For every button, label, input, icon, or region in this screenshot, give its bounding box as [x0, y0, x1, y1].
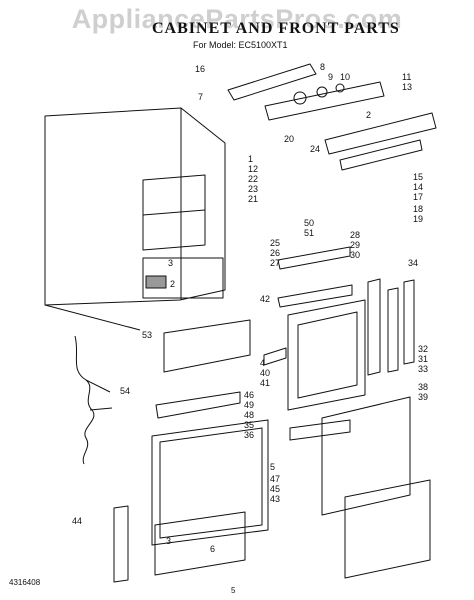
- callout-label: 46: [244, 390, 254, 400]
- callout-label: 21: [248, 194, 258, 204]
- callout-label: 4: [260, 358, 265, 368]
- callout-label: 1: [248, 154, 253, 164]
- callout-label: 16: [195, 64, 205, 74]
- callout-label: 5: [270, 462, 275, 472]
- callout-label: 25: [270, 238, 280, 248]
- callout-label: 54: [120, 386, 130, 396]
- callout-label: 45: [270, 484, 280, 494]
- callout-label: 22: [248, 174, 258, 184]
- callout-label: 39: [418, 392, 428, 402]
- callout-label: 27: [270, 258, 280, 268]
- callout-label: 32: [418, 344, 428, 354]
- callout-label: 38: [418, 382, 428, 392]
- callout-label: 3: [166, 536, 171, 546]
- callout-label: 8: [320, 62, 325, 72]
- callout-label: 51: [304, 228, 314, 238]
- callout-label: 12: [248, 164, 258, 174]
- callout-label: 9: [328, 72, 333, 82]
- callout-label: 20: [284, 134, 294, 144]
- callout-label: 29: [350, 240, 360, 250]
- callout-label: 6: [210, 544, 215, 554]
- page-number: 5: [231, 586, 236, 595]
- callout-label: 44: [72, 516, 82, 526]
- callout-label: 7: [198, 92, 203, 102]
- callout-labels: 16 8 9 10 11 13 7 1 12 20 24 22 23 21 2 …: [72, 62, 428, 554]
- model-line: For Model: EC5100XT1: [193, 40, 288, 50]
- callout-label: 42: [260, 294, 270, 304]
- callout-label: 17: [413, 192, 423, 202]
- callout-label: 50: [304, 218, 314, 228]
- callout-label: 26: [270, 248, 280, 258]
- callout-label: 19: [413, 214, 423, 224]
- callout-label: 2: [366, 110, 371, 120]
- callout-label: 18: [413, 204, 423, 214]
- wire-harness: [74, 335, 113, 465]
- callout-label: 10: [340, 72, 350, 82]
- callout-label: 53: [142, 330, 152, 340]
- diagram-title: CABINET AND FRONT PARTS: [152, 20, 400, 37]
- callout-label: 23: [248, 184, 258, 194]
- callout-label: 40: [260, 368, 270, 378]
- callout-label: 34: [408, 258, 418, 268]
- callout-label: 35: [244, 420, 254, 430]
- callout-label: 28: [350, 230, 360, 240]
- callout-label: 43: [270, 494, 280, 504]
- callout-label: 33: [418, 364, 428, 374]
- control-panel-assembly: [227, 63, 437, 171]
- callout-label: 2: [170, 279, 175, 289]
- callout-label: 11: [402, 72, 411, 82]
- cabinet-body: [44, 107, 226, 331]
- callout-label: 31: [418, 354, 428, 364]
- callout-label: 36: [244, 430, 254, 440]
- callout-label: 47: [270, 474, 280, 484]
- callout-label: 13: [402, 82, 412, 92]
- callout-label: 41: [260, 378, 270, 388]
- callout-label: 24: [310, 144, 320, 154]
- watermark: AppliancePartsPros.com: [71, 4, 403, 34]
- callout-label: 15: [413, 172, 423, 182]
- callout-label: 3: [168, 258, 173, 268]
- callout-label: 48: [244, 410, 254, 420]
- callout-label: 30: [350, 250, 360, 260]
- callout-label: 49: [244, 400, 254, 410]
- door-frames: [113, 246, 431, 583]
- document-code: 4316408: [9, 578, 41, 587]
- callout-label: 14: [413, 182, 423, 192]
